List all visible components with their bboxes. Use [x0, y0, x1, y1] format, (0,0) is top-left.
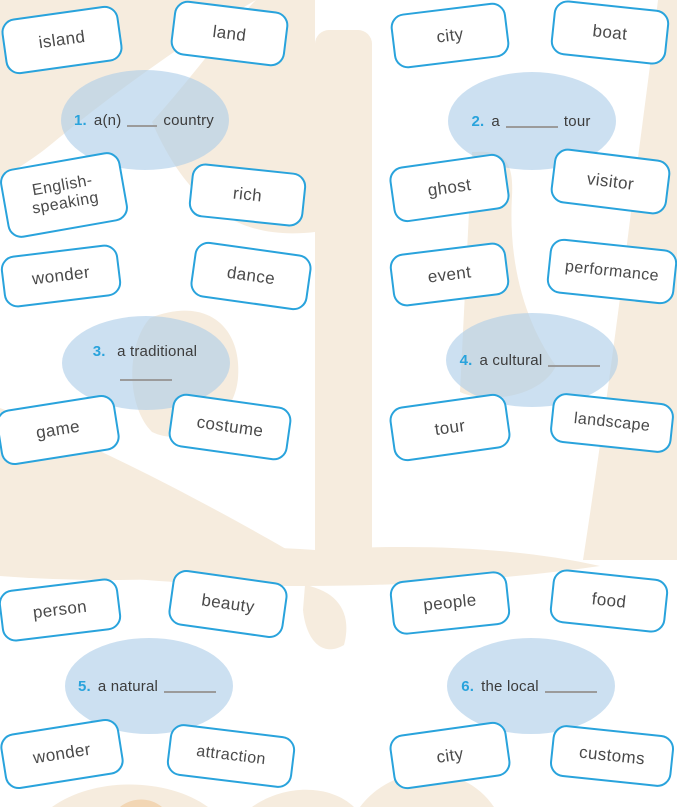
prompt-1-text-after: country	[163, 111, 214, 129]
prompt-2-blank[interactable]	[505, 114, 558, 128]
prompt-2-text-after: tour	[563, 112, 591, 130]
prompt-1-text-before: a(n)	[93, 111, 122, 129]
prompt-3: 3. a traditional	[62, 316, 230, 410]
prompt-6-number: 6.	[461, 677, 475, 695]
prompt-3-number: 3.	[92, 343, 106, 360]
prompt-4-number: 4.	[459, 351, 473, 369]
prompt-4-text-before: a cultural	[479, 351, 543, 369]
prompt-3-line: 3. a traditional	[93, 343, 199, 360]
prompt-5: 5. a natural	[65, 638, 233, 734]
prompt-3-text-before: a traditional	[117, 343, 198, 360]
prompt-6-blank[interactable]	[544, 679, 597, 693]
prompt-3-blank-line	[116, 366, 176, 383]
prompt-4-blank[interactable]	[548, 353, 601, 367]
prompt-3-blank[interactable]	[120, 367, 172, 381]
prompt-1: 1. a(n) country	[61, 70, 229, 170]
prompt-2-number: 2.	[471, 112, 485, 130]
prompt-2-text-before: a	[491, 112, 500, 130]
prompt-1-number: 1.	[74, 111, 87, 129]
prompt-5-blank[interactable]	[164, 679, 217, 693]
prompt-1-blank[interactable]	[127, 113, 158, 127]
prompt-6: 6. the local	[447, 638, 615, 734]
prompt-4: 4. a cultural	[446, 313, 618, 407]
prompt-5-text-before: a natural	[97, 677, 159, 695]
prompt-5-number: 5.	[77, 677, 91, 695]
prompt-6-text-before: the local	[481, 677, 539, 695]
